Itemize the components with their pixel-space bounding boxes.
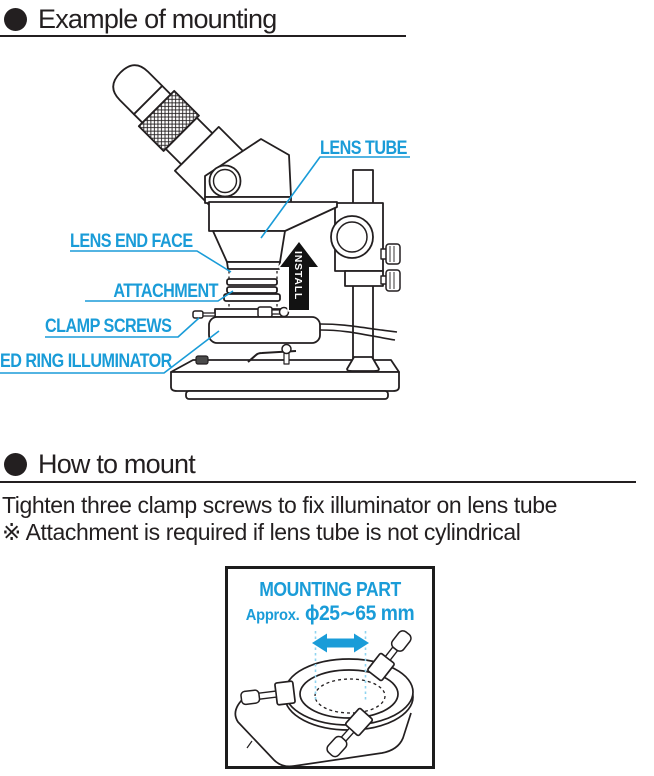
- header-rule: [0, 35, 406, 37]
- mounting-part-size: Approx. ϕ25∼65 mm: [233, 601, 426, 626]
- clamp-screw: [326, 707, 374, 758]
- clamp-screw: [192, 310, 204, 319]
- section-title: How to mount: [38, 449, 196, 479]
- stand-base: [170, 343, 400, 400]
- clamp-screw: [367, 630, 412, 682]
- approx-prefix: Approx.: [245, 607, 300, 624]
- attachment-rings: [223, 278, 281, 302]
- section-bullet-icon: [4, 8, 27, 31]
- label-lens-tube: LENS TUBE: [320, 138, 407, 159]
- label-led-ring-illuminator: ED RING ILLUMINATOR: [0, 351, 172, 372]
- lens-tube-cone: [212, 230, 286, 263]
- install-arrow-icon: INSTALL: [278, 240, 320, 312]
- section-title: Example of mounting: [38, 4, 277, 34]
- section-header-how-to-mount: How to mount: [4, 449, 196, 480]
- section-bullet-icon: [4, 453, 27, 476]
- ring-illuminator-diagram: [234, 630, 414, 768]
- power-cable: [319, 323, 398, 333]
- ring-illuminator: [192, 306, 398, 344]
- header-rule: [0, 481, 636, 483]
- label-attachment: ATTACHMENT: [113, 281, 218, 302]
- install-arrow-label: INSTALL: [292, 251, 304, 300]
- label-lens-end-face: LENS END FACE: [70, 231, 193, 252]
- lens-end-face-rim: [226, 261, 281, 270]
- size-arrow-icon: [312, 633, 369, 653]
- clamp-screw: [240, 680, 296, 706]
- label-leader-lines: [0, 156, 410, 374]
- label-clamp-screws: CLAMP SCREWS: [45, 316, 172, 337]
- mounting-part-box: [225, 566, 435, 769]
- note-text: ※ Attachment is required if lens tube is…: [2, 519, 521, 545]
- size-guides: [312, 631, 369, 701]
- instruction-text: Tighten three clamp screws to fix illumi…: [2, 492, 558, 518]
- mounting-part-title: MOUNTING PART: [259, 579, 401, 601]
- microscope-diagram: [112, 64, 401, 400]
- approx-value: ϕ25∼65 mm: [304, 602, 415, 625]
- section-header-example: Example of mounting: [4, 4, 277, 35]
